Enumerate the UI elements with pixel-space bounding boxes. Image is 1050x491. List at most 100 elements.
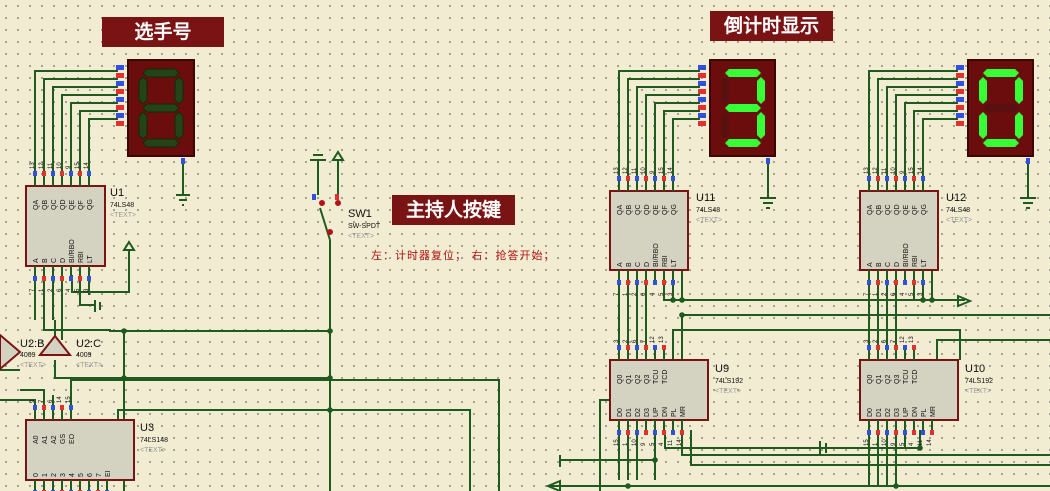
pin-number: 4 — [66, 288, 72, 292]
pin-label: 3 — [60, 473, 67, 477]
pin-label: PL — [921, 408, 928, 417]
segment-player-g — [142, 103, 180, 113]
pin-label: D2 — [885, 408, 892, 417]
pin-label: EI — [105, 470, 112, 477]
title-player-number: 选手号 — [102, 17, 224, 47]
segment-player-b — [174, 76, 184, 105]
pin-number: 11 — [632, 167, 638, 174]
pin-label: QG — [921, 204, 928, 215]
pin-number: 11 — [48, 162, 54, 169]
pin-label: LT — [87, 255, 94, 263]
label-u10-text: <TEXT> — [965, 388, 991, 395]
label-u2b-part: 4009 — [20, 352, 36, 359]
pin-number: 10 — [632, 439, 638, 446]
display-pins — [116, 65, 1030, 164]
title-countdown: 倒计时显示 — [710, 11, 833, 41]
chip-u12[interactable]: QA13QB12QC11QD10QE9QF15QG14A7B1C2D6BI/RB… — [859, 167, 939, 296]
pin-number: 13 — [614, 167, 620, 174]
display-pin — [698, 113, 706, 118]
pin-label: 0 — [33, 473, 40, 477]
pin-number: 12 — [900, 336, 906, 343]
pin-number: 9 — [641, 442, 647, 446]
label-u12-part: 74LS48 — [946, 207, 970, 214]
pin-label: D — [644, 262, 651, 267]
pin-label: QE — [69, 200, 76, 210]
pin-number: 7 — [614, 292, 620, 296]
label-u12-text: <TEXT> — [946, 217, 972, 224]
label-u1-ref: U1 — [110, 187, 124, 199]
pin-label: BI/RBO — [653, 243, 660, 267]
label-sw1-ref: SW1 — [348, 208, 372, 220]
pin-label: 5 — [78, 473, 85, 477]
pin-label: 2 — [51, 473, 58, 477]
pin-number: 3 — [668, 292, 674, 296]
label-u2c-text: <TEXT> — [76, 362, 102, 369]
segment-player-e — [138, 111, 148, 140]
segment-ones-d — [983, 139, 1019, 147]
pin-number: 9 — [900, 170, 906, 174]
segment-tens-f — [721, 77, 729, 104]
label-u1-text: <TEXT> — [110, 212, 136, 219]
pin-label: A — [867, 262, 874, 267]
label-sw1-part: SW-SPDT — [348, 223, 381, 230]
pin-number: 6 — [641, 292, 647, 296]
display-pin — [698, 89, 706, 94]
display-pin — [116, 105, 124, 110]
pin-label: GS — [60, 434, 67, 444]
pin-label: 1 — [42, 473, 49, 477]
pin-label: TCU — [903, 370, 910, 384]
pin-number: 2 — [882, 292, 888, 296]
seven-segments — [138, 68, 1023, 148]
chip-u9[interactable]: Q03Q12Q26Q37TCU12TCD13D015D11D210D39UP5D… — [609, 336, 709, 446]
pin-number: 6 — [48, 399, 54, 403]
label-u2b-ref: U2:B — [20, 338, 44, 350]
pin-label: A — [33, 258, 40, 263]
pin-number: 3 — [614, 339, 620, 343]
pin-label: 4 — [69, 473, 76, 477]
label-u3-text: <TEXT> — [140, 447, 166, 454]
pin-label: D3 — [894, 408, 901, 417]
pin-number: 7 — [891, 339, 897, 343]
display-pin — [698, 97, 706, 102]
display-pin — [698, 65, 706, 70]
pin-number: 9 — [891, 442, 897, 446]
buffer-u2c — [37, 334, 73, 356]
pin-number: 14 — [677, 439, 683, 446]
pin-number: 15 — [659, 167, 665, 174]
pin-number: 7 — [39, 399, 45, 403]
pin-label: MR — [930, 406, 937, 417]
pin-label: QF — [912, 205, 919, 215]
switch-sw1[interactable] — [312, 194, 341, 235]
pin-label: D1 — [626, 408, 633, 417]
display-pin — [956, 81, 964, 86]
chip-u10[interactable]: Q03Q12Q26Q37TCU12TCD13D015D11D210D39UP5D… — [859, 336, 959, 446]
pin-number: 1 — [873, 292, 879, 296]
display-pin — [116, 97, 124, 102]
pin-number: 1 — [39, 288, 45, 292]
pin-number: 6 — [57, 288, 63, 292]
display-pin — [1026, 158, 1030, 164]
pin-number: 7 — [864, 292, 870, 296]
label-sw1-text: <TEXT> — [348, 233, 374, 240]
pin-number: 5 — [659, 292, 665, 296]
pin-number: 6 — [882, 339, 888, 343]
chip-u1[interactable]: QA13QB12QC11QD10QE9QF15QG14A7B1C2D6BI/RB… — [25, 162, 106, 292]
pin-label: Q3 — [894, 375, 901, 384]
pin-number: 2 — [48, 288, 54, 292]
label-u10-part: 74LS192 — [965, 378, 993, 385]
pin-label: D — [894, 262, 901, 267]
pin-number: 1 — [873, 442, 879, 446]
segment-ones-a — [983, 69, 1019, 77]
segment-tens-a — [725, 69, 761, 77]
pin-label: LT — [671, 259, 678, 267]
pin-label: A — [617, 262, 624, 267]
chip-u11[interactable]: QA13QB12QC11QD10QE9QF15QG14A7B1C2D6BI/RB… — [609, 167, 689, 296]
buffer-u2b — [0, 333, 22, 371]
pin-label: 7 — [96, 473, 103, 477]
pin-number: 15 — [66, 396, 72, 403]
pin-label: Q0 — [617, 375, 624, 384]
label-u2c-ref: U2:C — [76, 338, 101, 350]
pin-label: Q2 — [885, 375, 892, 384]
